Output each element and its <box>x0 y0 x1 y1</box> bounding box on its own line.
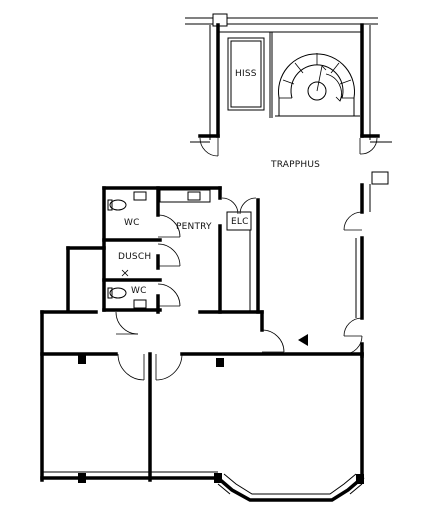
room-label-trapphus: TRAPPHUS <box>270 160 320 170</box>
door-office-3[interactable] <box>155 353 183 381</box>
door-right-1[interactable] <box>343 211 363 231</box>
door-stair-left[interactable] <box>199 137 219 157</box>
wc-lower-fixtures <box>107 287 147 309</box>
stair-walls <box>190 134 392 143</box>
elc-closet <box>226 198 260 314</box>
door-wc-upper[interactable] <box>157 214 181 238</box>
door-right-2[interactable] <box>343 317 363 337</box>
door-elc[interactable] <box>221 197 257 215</box>
door-stair-right[interactable] <box>359 137 378 155</box>
room-label-dusch: DUSCH <box>118 252 151 262</box>
columns <box>78 355 364 484</box>
office-walls <box>40 310 364 482</box>
elevator-shaft <box>227 37 265 111</box>
door-office-1[interactable] <box>115 311 139 335</box>
wc-upper-fixtures <box>107 191 147 211</box>
stair-core <box>185 13 378 140</box>
room-label-pentry: PENTRY <box>176 222 212 232</box>
door-corridor[interactable] <box>261 329 285 353</box>
room-label-elc: ELC <box>231 217 249 227</box>
wc-block <box>66 186 222 314</box>
door-dusch[interactable] <box>157 243 181 267</box>
door-office-2[interactable] <box>117 353 145 381</box>
entrance-marker <box>298 334 308 346</box>
bay-window <box>215 473 365 502</box>
pentry-counter <box>159 189 211 203</box>
door-wc-lower[interactable] <box>157 283 181 307</box>
spiral-staircase <box>275 53 360 117</box>
room-label-hiss: HISS <box>235 69 257 79</box>
room-label-wc-upper: WC <box>124 218 140 228</box>
door-right-3[interactable] <box>343 335 363 355</box>
dusch-fixtures <box>121 269 129 277</box>
room-label-wc-lower: WC <box>131 286 147 296</box>
right-wall <box>355 171 389 358</box>
